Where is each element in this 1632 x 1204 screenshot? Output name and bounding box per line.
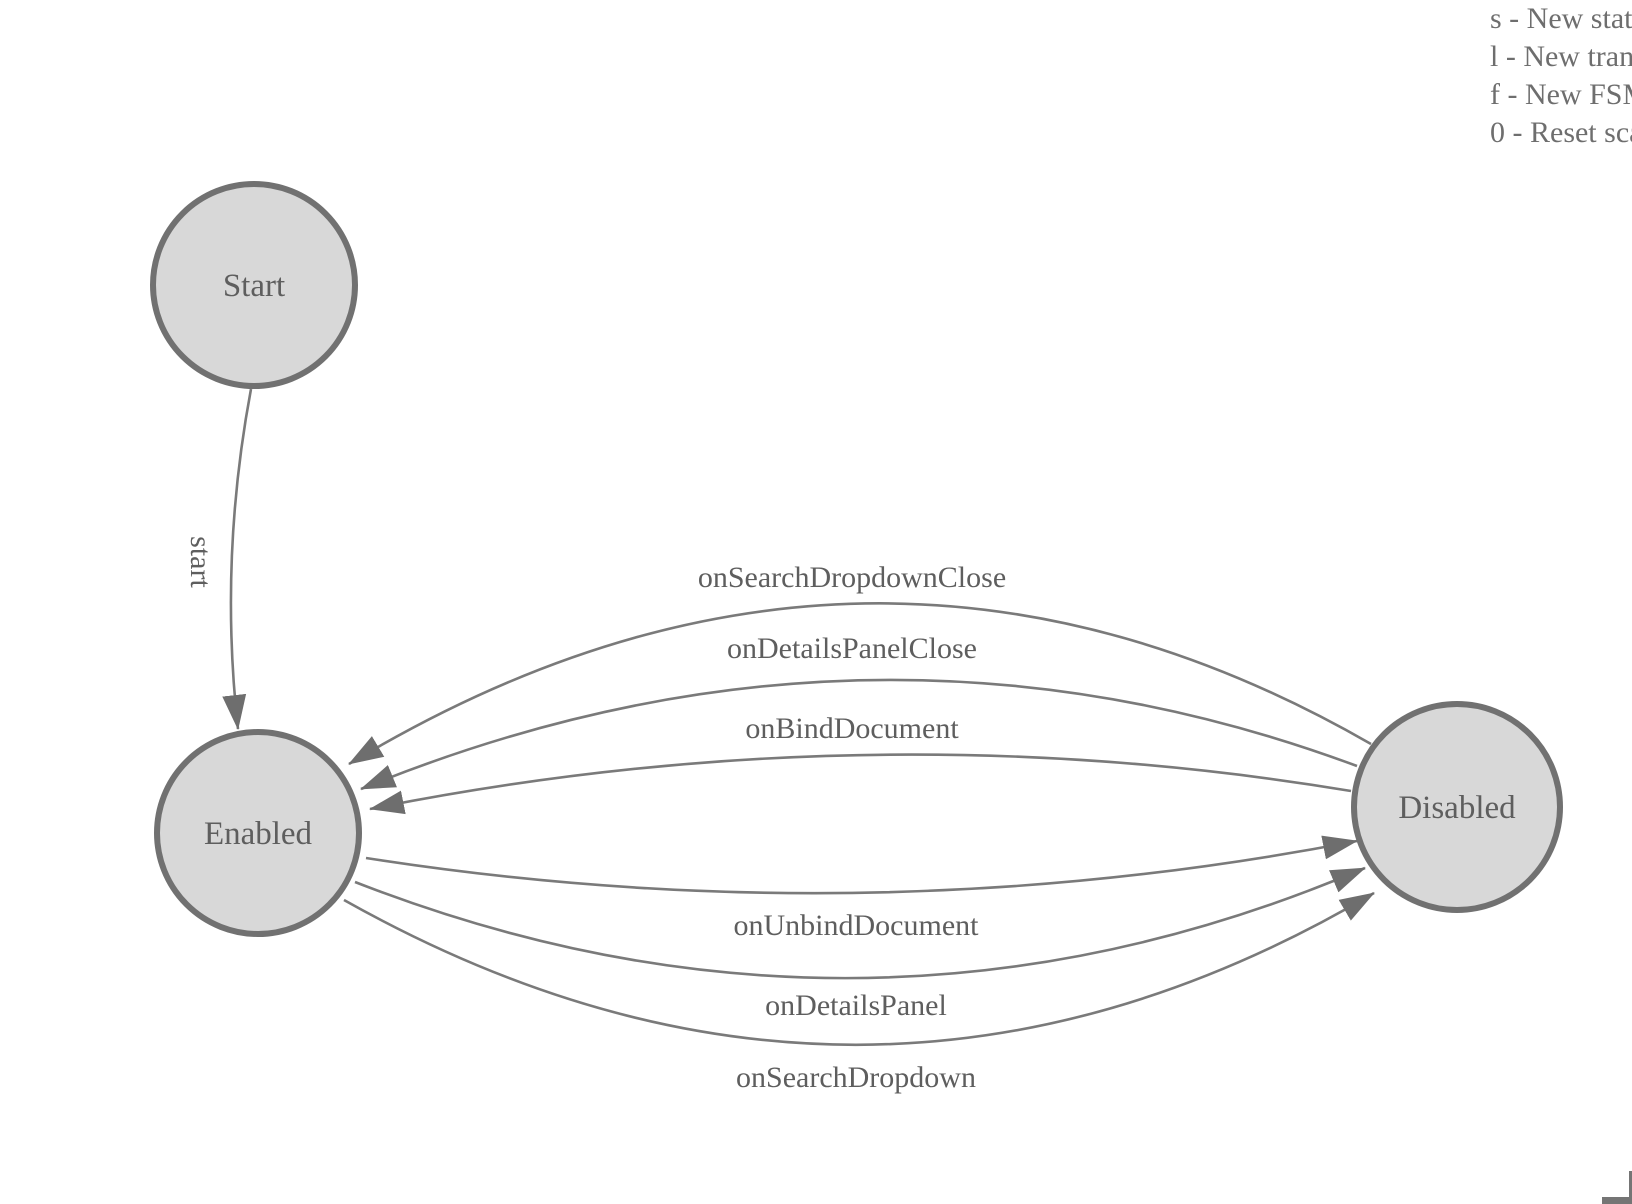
- state-node-disabled: Disabled: [1351, 701, 1563, 913]
- transition-labels: start onSearchDropdownClose onDetailsPan…: [184, 536, 1006, 1094]
- shortcut-legend: s - New state l - New transition f - New…: [1490, 2, 1632, 149]
- state-circle-disabled[interactable]: [1351, 701, 1563, 913]
- edge-onSearchDropdown[interactable]: [343, 891, 1375, 1047]
- state-node-start: Start: [150, 181, 358, 389]
- legend-line-reset-scale: 0 - Reset scale: [1490, 116, 1632, 149]
- legend-line-new-transition: l - New transition: [1490, 40, 1632, 73]
- edge-onUnbindDocument[interactable]: [365, 835, 1358, 895]
- resize-corner-horizontal-bar[interactable]: [1602, 1197, 1632, 1204]
- edge-start[interactable]: [222, 388, 253, 730]
- edge-onDetailsPanelClose[interactable]: [360, 678, 1358, 791]
- resize-corner[interactable]: [1602, 1171, 1632, 1204]
- transition-label-onBindDocument[interactable]: onBindDocument: [745, 712, 959, 745]
- legend-line-new-fsm: f - New FSM: [1490, 78, 1632, 111]
- transition-label-onDetailsPanelClose[interactable]: onDetailsPanelClose: [727, 632, 977, 665]
- state-nodes: Start Enabled Disabled: [150, 181, 1563, 937]
- edge-onSearchDropdownClose[interactable]: [348, 602, 1372, 766]
- state-circle-start[interactable]: [150, 181, 358, 389]
- transition-label-start[interactable]: start: [184, 536, 217, 588]
- transition-label-onSearchDropdownClose[interactable]: onSearchDropdownClose: [698, 561, 1006, 594]
- transition-label-onUnbindDocument[interactable]: onUnbindDocument: [734, 909, 980, 942]
- legend-line-new-state: s - New state: [1490, 2, 1632, 35]
- transition-label-onSearchDropdown[interactable]: onSearchDropdown: [736, 1061, 976, 1094]
- state-circle-enabled[interactable]: [154, 729, 362, 937]
- state-label-enabled: Enabled: [204, 816, 313, 852]
- transition-edges: [222, 388, 1375, 1047]
- resize-corner-vertical-bar[interactable]: [1629, 1171, 1632, 1204]
- transition-label-onDetailsPanel[interactable]: onDetailsPanel: [765, 989, 947, 1022]
- state-label-start: Start: [223, 268, 285, 304]
- edge-onBindDocument[interactable]: [369, 753, 1352, 815]
- state-label-disabled: Disabled: [1398, 790, 1516, 826]
- state-node-enabled: Enabled: [154, 729, 362, 937]
- edge-onDetailsPanel[interactable]: [354, 866, 1366, 980]
